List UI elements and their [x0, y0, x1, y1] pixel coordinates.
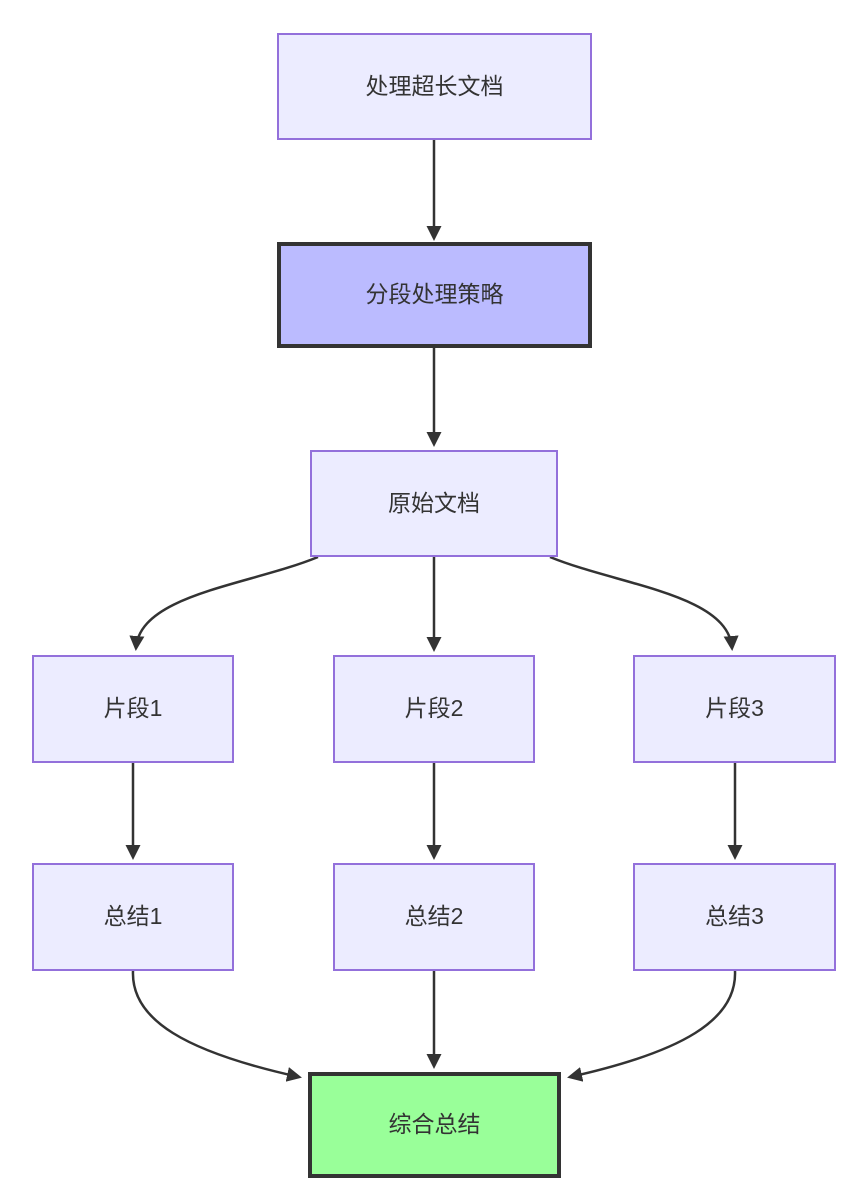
node-process-long-document: 处理超长文档	[277, 33, 592, 140]
edge-c-d3	[549, 555, 739, 651]
node-summary-3: 总结3	[633, 863, 836, 971]
node-original-document: 原始文档	[310, 450, 558, 557]
node-segmentation-strategy: 分段处理策略	[277, 242, 592, 348]
node-label: 处理超长文档	[365, 72, 504, 99]
node-summary-2: 总结2	[333, 863, 535, 971]
node-label: 综合总结	[388, 1111, 481, 1138]
node-final-summary: 综合总结	[308, 1072, 561, 1178]
edge-e3-f	[567, 970, 737, 1082]
node-label: 片段3	[705, 695, 764, 722]
node-fragment-2: 片段2	[333, 655, 535, 763]
edge-c-d1	[129, 555, 319, 651]
edge-e1-f	[131, 970, 302, 1082]
node-summary-1: 总结1	[32, 863, 234, 971]
node-fragment-1: 片段1	[32, 655, 234, 763]
node-label: 总结3	[705, 903, 764, 930]
node-label: 分段处理策略	[365, 281, 504, 308]
node-label: 原始文档	[388, 489, 480, 516]
node-label: 总结2	[404, 903, 464, 930]
node-fragment-3: 片段3	[633, 655, 836, 763]
node-label: 片段1	[103, 695, 163, 722]
node-label: 总结1	[103, 903, 163, 930]
node-label: 片段2	[404, 695, 464, 722]
